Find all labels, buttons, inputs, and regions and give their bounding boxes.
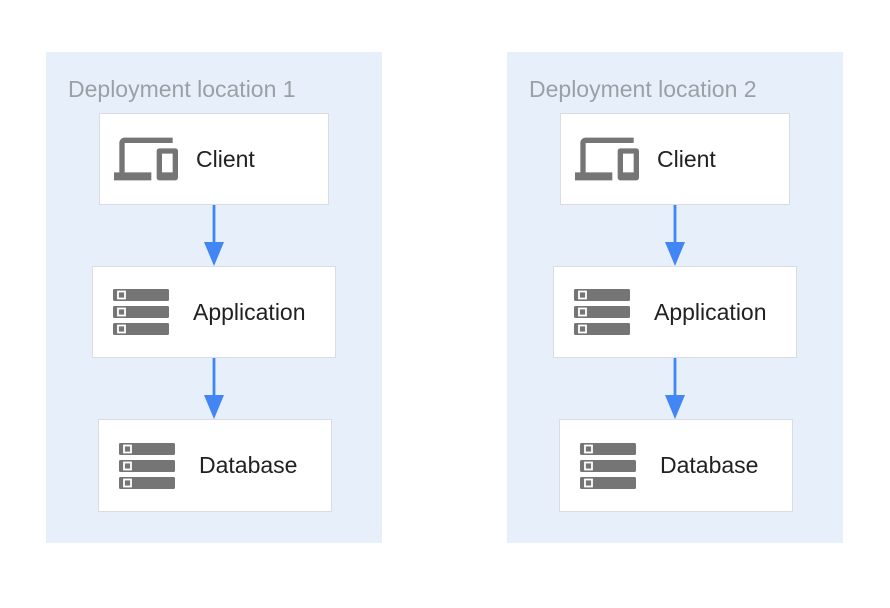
server-stack-icon <box>119 442 175 489</box>
arrow-application-to-database <box>204 358 224 419</box>
server-stack-icon <box>113 289 169 335</box>
client-node: Client <box>560 113 790 205</box>
devices-icon <box>114 127 178 191</box>
node-label: Client <box>196 145 255 172</box>
server-stack-icon <box>574 289 630 335</box>
database-node: Database <box>559 419 793 512</box>
node-label: Database <box>660 452 759 478</box>
panel-title: Deployment location 2 <box>529 76 757 102</box>
arrow-client-to-application <box>204 205 224 266</box>
client-node: Client <box>99 113 329 205</box>
panel-title: Deployment location 1 <box>68 76 296 102</box>
node-label: Application <box>193 298 306 325</box>
deployment-location-1-panel: Deployment location 1 Client <box>46 52 382 543</box>
node-label: Database <box>199 452 298 478</box>
devices-icon <box>575 127 639 191</box>
node-label: Application <box>654 298 767 325</box>
database-node: Database <box>98 419 332 512</box>
node-label: Client <box>657 145 716 172</box>
arrow-client-to-application <box>665 205 685 266</box>
server-stack-icon <box>580 442 636 489</box>
application-node: Application <box>92 266 336 358</box>
arrow-application-to-database <box>665 358 685 419</box>
application-node: Application <box>553 266 797 358</box>
deployment-location-2-panel: Deployment location 2 Client <box>507 52 843 543</box>
